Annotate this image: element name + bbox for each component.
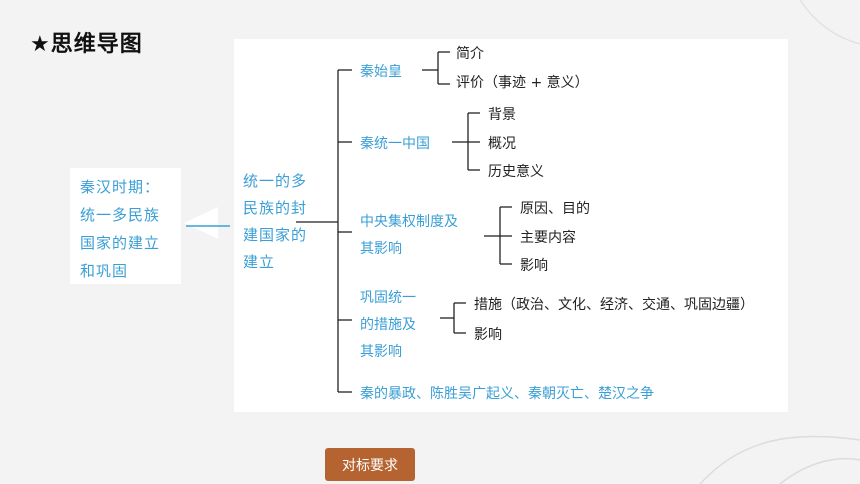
- connector-arrow-icon: [184, 207, 230, 239]
- branch-consolidation: 巩固统一: [360, 290, 416, 306]
- leaf-item: 原因、目的: [520, 201, 590, 217]
- branch-qin-shihuang: 秦始皇: [360, 64, 402, 80]
- branch-centralization: 其影响: [360, 241, 402, 257]
- leaf-item: 措施（政治、文化、经济、交通、巩固边疆）: [474, 297, 754, 313]
- center-node-line: 民族的封: [243, 199, 308, 217]
- leaf-item: 历史意义: [488, 164, 544, 180]
- branch-consolidation: 的措施及: [360, 317, 416, 333]
- leaf-item: 主要内容: [520, 230, 576, 246]
- branch-qin-collapse: 秦的暴政、陈胜吴广起义、秦朝灭亡、楚汉之争: [360, 386, 654, 402]
- center-node-line: 建立: [243, 253, 276, 271]
- branch-consolidation: 其影响: [360, 344, 402, 360]
- leaf-item: 影响: [474, 327, 502, 343]
- period-line: 国家的建立: [80, 234, 161, 252]
- mind-map-panel: [234, 39, 788, 412]
- branch-centralization: 中央集权制度及: [360, 214, 458, 230]
- leaf-item: 概况: [488, 136, 516, 152]
- center-node-line: 建国家的: [243, 226, 308, 244]
- page-title: ★思维导图: [30, 32, 143, 57]
- benchmark-requirements-button[interactable]: 对标要求: [325, 448, 415, 481]
- period-line: 秦汉时期：: [80, 178, 161, 196]
- center-node-line: 统一的多: [243, 172, 308, 190]
- leaf-item: 评价（事迹 + 意义）: [456, 75, 589, 91]
- leaf-item: 简介: [456, 46, 484, 62]
- leaf-item: 影响: [520, 258, 548, 274]
- leaf-item: 背景: [488, 107, 516, 123]
- branch-qin-unification: 秦统一中国: [360, 136, 430, 152]
- period-box: [70, 168, 181, 284]
- period-line: 统一多民族: [80, 206, 161, 224]
- period-line: 和巩固: [80, 262, 129, 280]
